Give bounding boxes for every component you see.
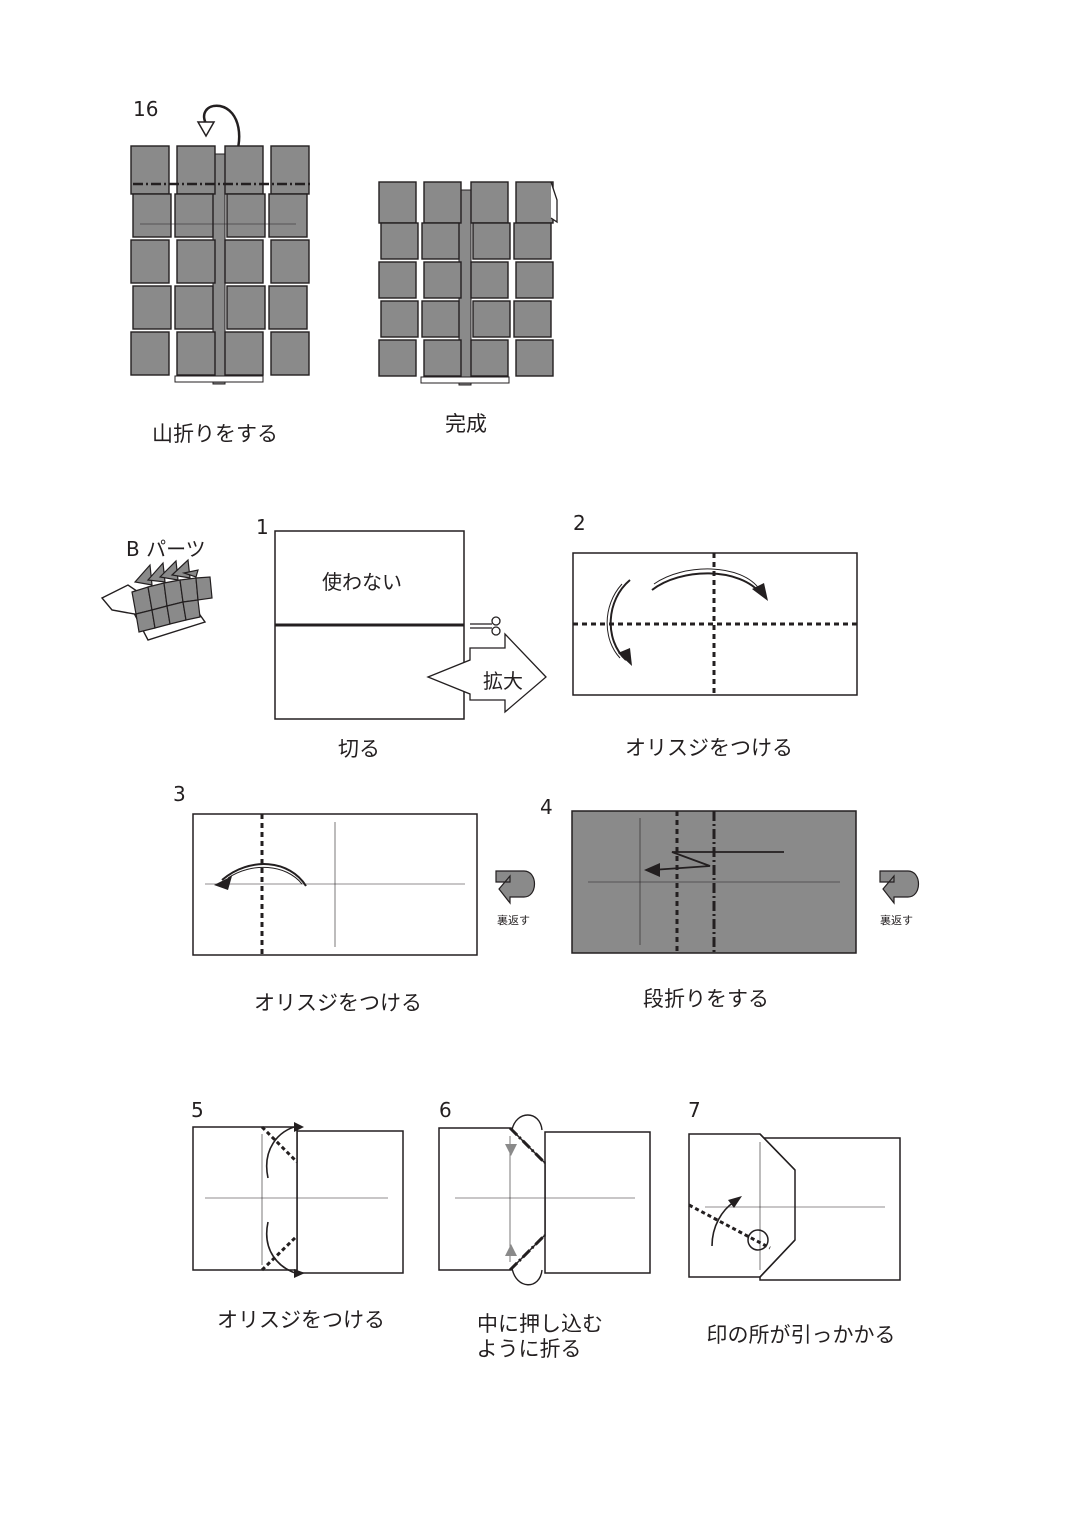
step-16-caption: 山折りをする [152, 422, 278, 446]
step-1-enlarge-label: 拡大 [483, 669, 523, 693]
step-5-number: 5 [191, 1098, 204, 1122]
b-part-title: B パーツ [126, 537, 206, 561]
step-6-caption-line2: ように折る [476, 1337, 582, 1361]
step-16-diagram [130, 104, 311, 385]
step-6-caption-line1: 中に押し込む [477, 1312, 603, 1336]
step-4-number: 4 [540, 795, 553, 819]
flip-icon [495, 870, 536, 905]
step-16-number: 16 [133, 97, 159, 121]
step-3-caption: オリスジをつける [254, 991, 422, 1015]
step-5-caption: オリスジをつける [217, 1308, 385, 1332]
step-3-flip-label: 裏返す [497, 914, 530, 927]
step-1-caption: 切る [338, 737, 380, 761]
step-1-number: 1 [256, 515, 269, 539]
step-6-number: 6 [439, 1098, 452, 1122]
finished-caption: 完成 [445, 412, 487, 436]
step-2-number: 2 [573, 511, 586, 535]
step-4-caption: 段折りをする [643, 987, 769, 1011]
step-4-flip-label: 裏返す [880, 914, 913, 927]
step-7-number: 7 [688, 1098, 701, 1122]
flip-icon [879, 870, 920, 905]
scissors-icon [470, 616, 501, 636]
finished-diagram [378, 181, 558, 386]
step-7-caption: 印の所が引っかかる [706, 1323, 896, 1347]
step-1-unused-label: 使わない [322, 570, 402, 594]
step-3-number: 3 [173, 782, 186, 806]
step-2-caption: オリスジをつける [625, 736, 793, 760]
